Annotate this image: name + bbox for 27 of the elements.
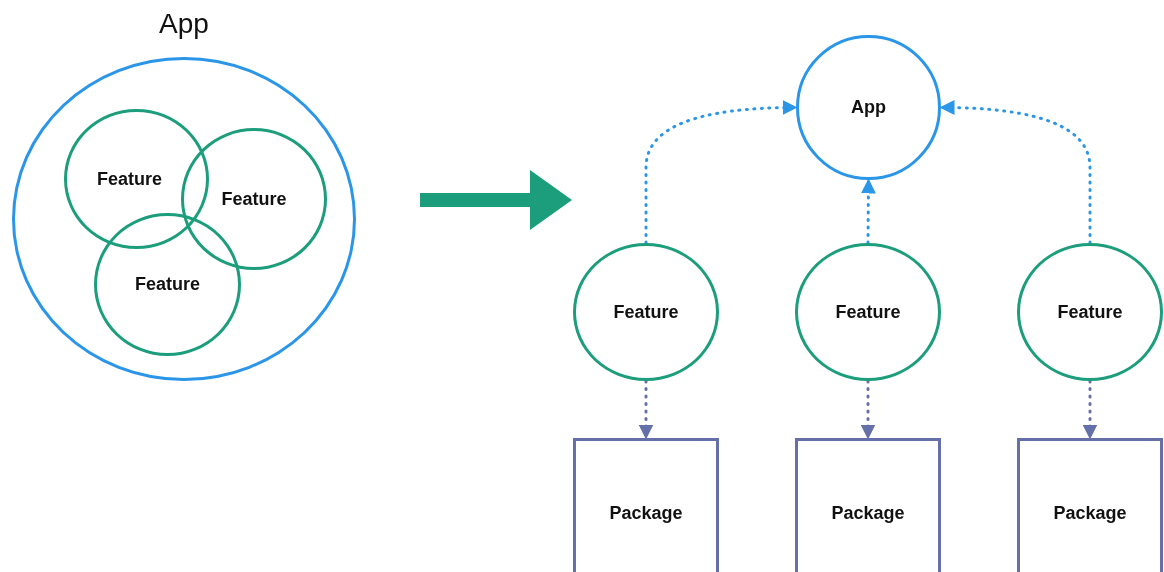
- package-box: [573, 438, 719, 572]
- dotted-arrow: [860, 178, 876, 245]
- node-label: Feature: [221, 188, 287, 210]
- node-label: Feature: [835, 301, 901, 323]
- node-label: Package: [1053, 502, 1127, 524]
- node-label: Feature: [97, 168, 162, 190]
- node-label: Package: [609, 502, 683, 524]
- circle-node: [94, 213, 241, 356]
- dotted-arrow: [644, 100, 798, 245]
- circle-node: [795, 243, 941, 381]
- node-label: App: [851, 97, 886, 118]
- circle-node: [1017, 243, 1163, 381]
- dotted-arrow: [939, 100, 1092, 245]
- node-label: Feature: [1057, 301, 1123, 323]
- circle-node: [181, 128, 327, 270]
- circle-node: [64, 109, 209, 249]
- circle-node: [573, 243, 719, 381]
- circle-node: [796, 35, 941, 180]
- node-label: Package: [831, 502, 905, 524]
- diagram-heading: App: [159, 8, 209, 40]
- dotted-arrow: [860, 379, 876, 440]
- dotted-arrow: [638, 379, 654, 440]
- dotted-arrow: [1082, 379, 1098, 440]
- node-label: Feature: [613, 301, 679, 323]
- node-label: Feature: [135, 274, 200, 295]
- package-box: [1017, 438, 1163, 572]
- package-box: [795, 438, 941, 572]
